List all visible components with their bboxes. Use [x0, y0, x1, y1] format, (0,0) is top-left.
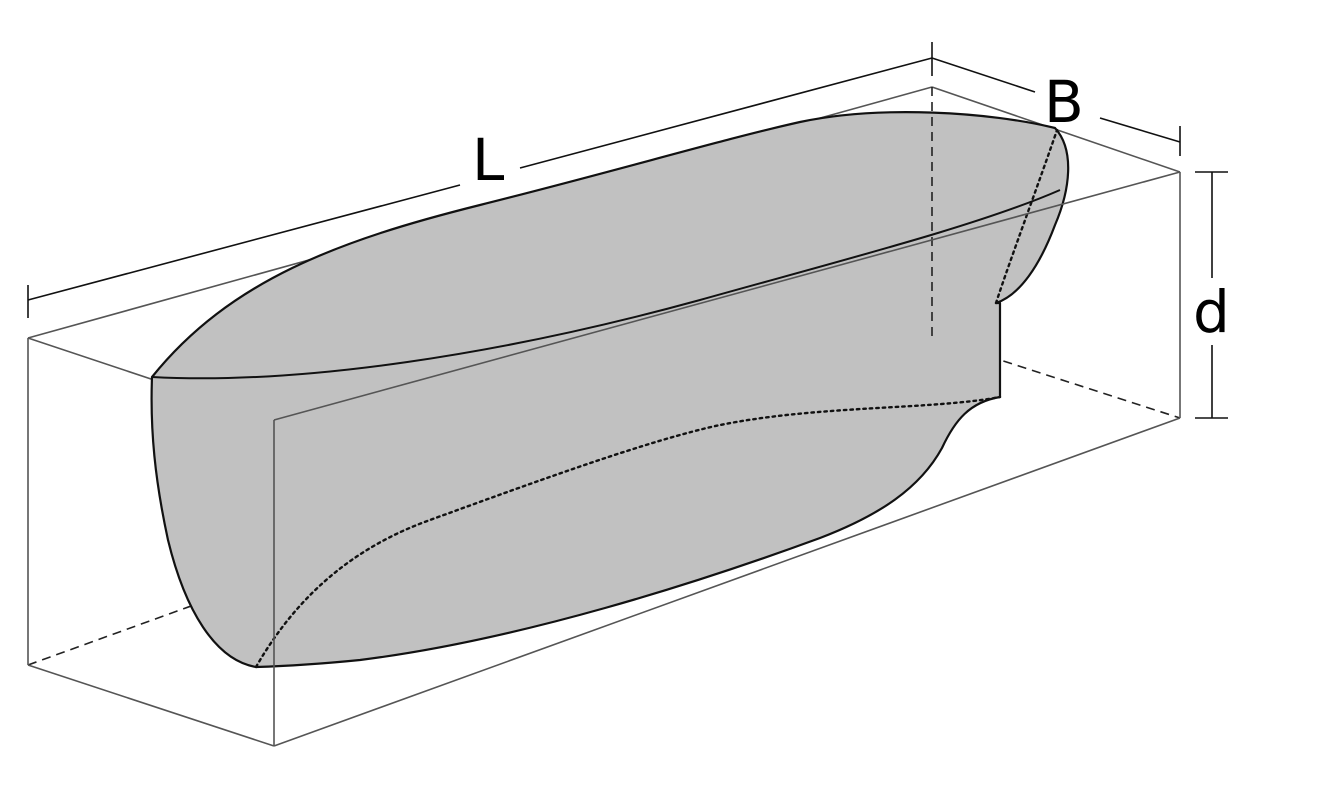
- beam-dimension: B: [931, 57, 1181, 156]
- length-dimension: L: [27, 42, 933, 318]
- box-bottom-left-edge: [27, 664, 275, 747]
- hull-hidden-keel-line: [254, 395, 1002, 669]
- hull-hidden-bow-line: [994, 128, 1059, 305]
- box-hidden-bottom-right-edge: [931, 337, 1181, 419]
- draft-dimension: d: [1193, 171, 1230, 419]
- beam-dim-line-left: [931, 57, 1036, 93]
- hull-shape: [150, 111, 1070, 669]
- length-label: L: [472, 126, 504, 194]
- beam-dim-line-right: [1099, 117, 1181, 143]
- beam-label: B: [1044, 68, 1084, 136]
- length-dim-line-left: [27, 184, 461, 301]
- box-top-front-edge: [273, 171, 1181, 421]
- box-bottom-front-edge: [273, 417, 1181, 747]
- draft-label: d: [1193, 278, 1230, 346]
- hull-deck-edge: [151, 189, 1061, 380]
- box-front-edges: [273, 171, 1181, 747]
- length-dim-line-right: [519, 57, 933, 169]
